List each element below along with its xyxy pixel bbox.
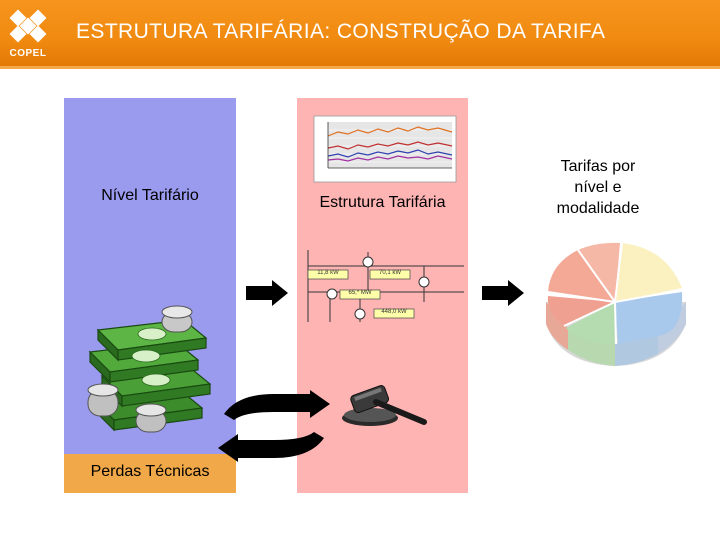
perdas-tecnicas-label: Perdas Técnicas [90,463,210,480]
circuit-value-2: 70,1 kW [378,270,401,276]
gavel-icon [342,385,427,426]
copel-logo: COPEL [4,6,52,64]
estrutura-tarifaria-label: Estrutura Tarifária [319,194,446,211]
circuit-value-4: 448,0 kW [381,309,407,315]
arrow-right-icon [482,280,524,306]
arrow-right-icon [246,280,288,306]
page-title: ESTRUTURA TARIFÁRIA: CONSTRUÇÃO DA TARIF… [76,20,606,43]
power-flow-diagram-icon [307,250,464,322]
circuit-value-1: 11,8 kW [317,270,339,276]
pie-chart-icon [546,242,686,366]
copel-logo-icon [9,9,47,43]
perdas-tecnicas-panel [64,454,236,493]
header-bar [0,0,720,66]
header-divider [0,66,720,69]
load-curve-chart-icon [313,115,457,183]
logo-text: COPEL [9,48,47,59]
circuit-value-3: 65,* MW [348,290,372,296]
nivel-tarifario-label: Nível Tarifário [101,187,199,204]
money-stack-icon [87,305,212,433]
tarifas-label: Tarifas por nível e modalidade [556,158,640,217]
cycle-arrows-icon [218,390,330,462]
